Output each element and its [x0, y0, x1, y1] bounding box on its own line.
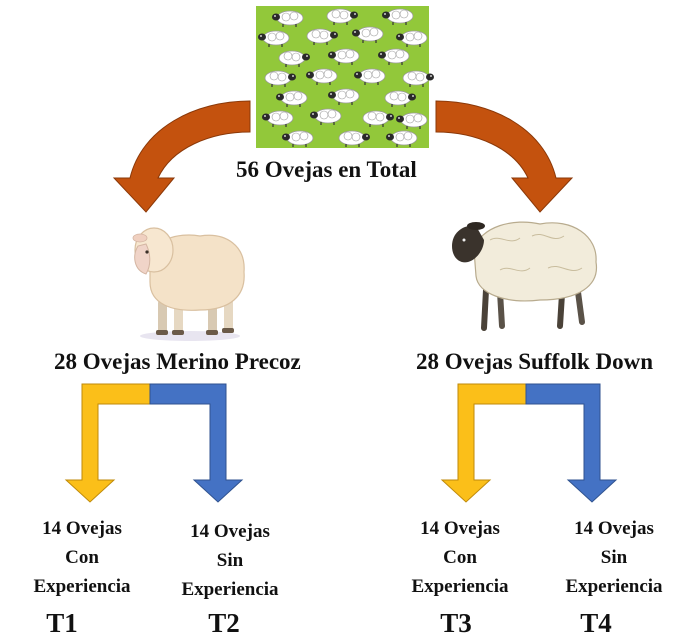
- group-t4-text: 14 Ovejas Sin Experiencia: [536, 514, 692, 601]
- tag-t3: T3: [426, 608, 486, 639]
- suffolk-sheep-icon: [452, 222, 596, 328]
- group-t2-line-1: 14 Ovejas: [152, 517, 308, 546]
- group-t2-text: 14 Ovejas Sin Experiencia: [152, 517, 308, 604]
- right-branch-connector: [442, 384, 616, 502]
- tag-t1: T1: [32, 608, 92, 639]
- flock-of-sheep-icon: [256, 6, 434, 148]
- suffolk-label: 28 Ovejas Suffolk Down: [416, 349, 653, 375]
- merino-label: 28 Ovejas Merino Precoz: [54, 349, 301, 375]
- left-main-arrow: [114, 101, 250, 212]
- group-t1-line-2: Con: [4, 543, 160, 572]
- group-t4-line-2: Sin: [536, 543, 692, 572]
- yellow-branch-arrow-t3: [442, 384, 528, 502]
- group-t3-line-3: Experiencia: [382, 572, 538, 601]
- root-label: 56 Ovejas en Total: [236, 157, 417, 183]
- group-t4-line-1: 14 Ovejas: [536, 514, 692, 543]
- group-t3-text: 14 Ovejas Con Experiencia: [382, 514, 538, 601]
- group-t2-line-3: Experiencia: [152, 575, 308, 604]
- tag-t2: T2: [194, 608, 254, 639]
- group-t1-line-3: Experiencia: [4, 572, 160, 601]
- blue-branch-arrow-t2: [150, 384, 242, 502]
- tag-t4: T4: [566, 608, 626, 639]
- group-t1-text: 14 Ovejas Con Experiencia: [4, 514, 160, 601]
- merino-sheep-icon: [133, 228, 244, 341]
- right-main-arrow: [436, 101, 572, 212]
- group-t1-line-1: 14 Ovejas: [4, 514, 160, 543]
- group-t3-line-1: 14 Ovejas: [382, 514, 538, 543]
- yellow-branch-arrow-t1: [66, 384, 152, 502]
- group-t4-line-3: Experiencia: [536, 572, 692, 601]
- blue-branch-arrow-t4: [526, 384, 616, 502]
- group-t3-line-2: Con: [382, 543, 538, 572]
- group-t2-line-2: Sin: [152, 546, 308, 575]
- left-branch-connector: [66, 384, 242, 502]
